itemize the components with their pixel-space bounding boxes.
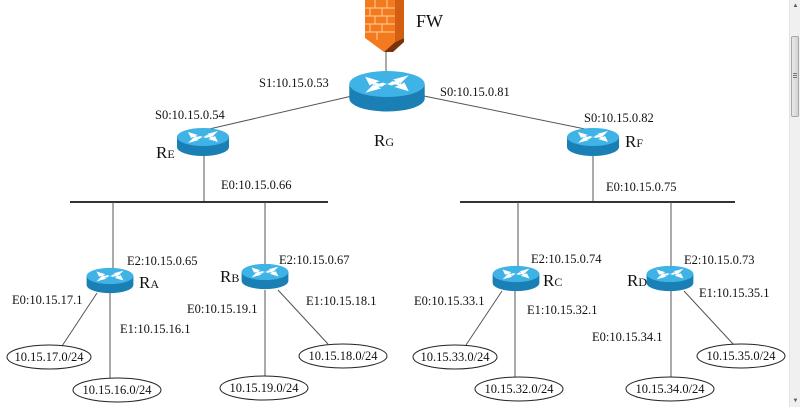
svg-text:10.15.16.0/24: 10.15.16.0/24 — [82, 383, 152, 397]
svg-text:10.15.34.0/24: 10.15.34.0/24 — [635, 382, 705, 396]
interface-label: E2:10.15.0.73 — [684, 253, 754, 267]
grip-line — [793, 75, 797, 76]
interface-label: S0:10.15.0.81 — [440, 85, 510, 99]
interface-label: E0:10.15.19.1 — [187, 302, 257, 316]
network-node: 10.15.17.0/24 — [6, 344, 92, 370]
router-rd-label: RD — [627, 271, 647, 290]
interface-label: E2:10.15.0.67 — [279, 253, 349, 267]
router-re-label: RE — [156, 143, 175, 162]
scrollbar-thumb[interactable] — [791, 36, 799, 117]
router-rc-icon — [492, 265, 540, 292]
router-rg-icon — [349, 70, 425, 112]
network-node: 10.15.18.0/24 — [298, 343, 388, 369]
router-rd-icon — [646, 265, 694, 292]
interface-label: S0:10.15.0.54 — [155, 108, 226, 122]
network-node: 10.15.33.0/24 — [412, 344, 498, 370]
interface-label: E1:10.15.32.1 — [527, 303, 597, 317]
router-ra-label: RA — [139, 273, 159, 292]
interface-label: E0:10.15.0.75 — [606, 180, 676, 194]
firewall-icon — [365, 0, 404, 52]
scroll-down-icon[interactable]: ▼ — [792, 398, 799, 404]
link-ra-n17 — [61, 292, 98, 347]
interface-label: E1:10.15.16.1 — [120, 322, 190, 336]
grip-line — [793, 77, 797, 78]
link-rc-n33 — [465, 290, 503, 346]
network-node: 10.15.34.0/24 — [625, 376, 715, 402]
router-re-icon — [177, 128, 229, 156]
interface-label: E0:10.15.34.1 — [592, 330, 662, 344]
svg-text:10.15.19.0/24: 10.15.19.0/24 — [229, 381, 299, 395]
interface-label: S1:10.15.0.53 — [259, 76, 329, 90]
scroll-up-icon[interactable]: ▲ — [792, 3, 799, 9]
svg-text:10.15.33.0/24: 10.15.33.0/24 — [420, 350, 490, 364]
interface-label: E0:10.15.33.1 — [414, 294, 484, 308]
router-ra-icon — [86, 267, 134, 294]
router-rc-label: RC — [543, 271, 562, 290]
svg-text:10.15.35.0/24: 10.15.35.0/24 — [706, 349, 776, 363]
svg-text:10.15.17.0/24: 10.15.17.0/24 — [14, 350, 84, 364]
router-rg-label: RG — [374, 131, 394, 150]
router-rf-icon — [567, 128, 619, 156]
network-node: 10.15.16.0/24 — [72, 377, 162, 403]
interface-label: E0:10.15.17.1 — [12, 293, 82, 307]
link-rb-n18 — [277, 289, 329, 345]
interface-label: E1:10.15.35.1 — [699, 286, 769, 300]
router-rb-icon — [241, 263, 289, 290]
interface-label: E2:10.15.0.65 — [127, 254, 197, 268]
network-node: 10.15.19.0/24 — [219, 375, 309, 401]
network-node: 10.15.35.0/24 — [696, 343, 786, 369]
link-rg-re — [204, 95, 353, 131]
link-rd-n35 — [683, 290, 735, 346]
network-node: 10.15.32.0/24 — [474, 376, 564, 402]
vertical-scrollbar[interactable]: ▲ ▼ — [789, 0, 800, 407]
grip-line — [793, 73, 797, 74]
svg-text:10.15.32.0/24: 10.15.32.0/24 — [484, 382, 554, 396]
interface-label: E1:10.15.18.1 — [306, 294, 376, 308]
interface-label: E0:10.15.0.66 — [221, 178, 291, 192]
svg-text:10.15.18.0/24: 10.15.18.0/24 — [308, 349, 378, 363]
interface-label: E2:10.15.0.74 — [531, 252, 602, 266]
router-rf-label: RF — [625, 132, 643, 151]
link-rg-rf — [423, 95, 591, 131]
router-rb-label: RB — [220, 267, 239, 286]
interface-label: S0:10.15.0.82 — [584, 111, 654, 125]
firewall-label: FW — [416, 11, 443, 31]
